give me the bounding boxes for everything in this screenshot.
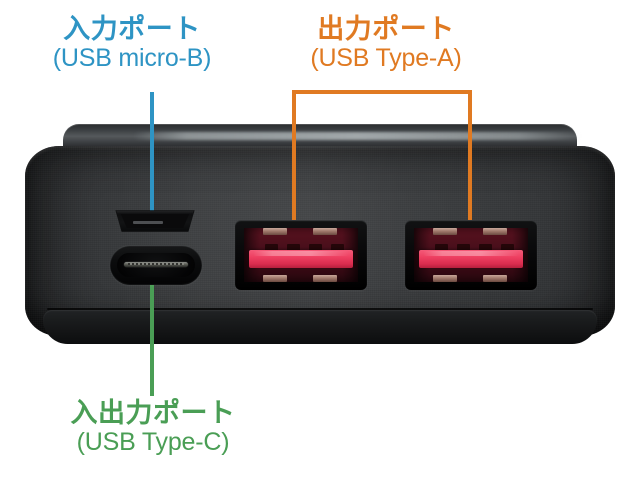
device-seam-line (47, 308, 593, 310)
usb-a-port-2-pin-3 (479, 244, 492, 251)
leader-line-input-port (150, 92, 154, 224)
leader-line-output-port-2 (468, 90, 472, 230)
usb-a-port-2-tongue-highlight (423, 251, 519, 256)
usb-a-port-1-contact-tab-top-left (263, 228, 287, 235)
usb-a-port-1-contact-tab-bottom-right (313, 275, 337, 282)
label-inout-port-line1: 入出力ポート (70, 398, 236, 428)
label-input-port-line2: (USB micro-B) (52, 44, 212, 73)
usb-a-port-1 (235, 220, 367, 290)
usb-a-port-1-contact-tab-top-right (313, 228, 337, 235)
usb-a-port-2-contact-tab-bottom-left (433, 275, 457, 282)
usb-a-port-2-contact-tab-top-left (433, 228, 457, 235)
label-inout-port: 入出力ポート (USB Type-C) (28, 398, 278, 456)
usb-a-port-2-pin-4 (501, 244, 514, 251)
usb-a-port-2-pin-2 (457, 244, 470, 251)
micro-b-port-cavity (120, 213, 190, 229)
label-output-ports-line1: 出力ポート (317, 14, 455, 44)
device-top-gloss-highlight (133, 132, 581, 140)
usb-a-port-1-pin-1 (265, 244, 278, 251)
usb-c-port-pins (128, 263, 184, 265)
usb-a-port-1-contact-tab-bottom-left (263, 275, 287, 282)
leader-line-inout-port (150, 270, 154, 396)
label-inout-port-line2: (USB Type-C) (76, 428, 230, 457)
usb-a-port-1-pin-2 (287, 244, 300, 251)
usb-a-port-2-contact-tab-top-right (483, 228, 507, 235)
micro-b-port-tongue (133, 221, 163, 224)
usb-a-port-2-pin-1 (435, 244, 448, 251)
usb-a-port-2-contact-tab-bottom-right (483, 275, 507, 282)
label-output-ports: 出力ポート (USB Type-A) (268, 14, 504, 72)
usb-a-port-1-pin-3 (309, 244, 322, 251)
power-bank-device (25, 124, 615, 348)
usb-c-port (110, 245, 202, 285)
label-output-ports-line2: (USB Type-A) (310, 44, 462, 73)
label-input-port-line1: 入力ポート (63, 14, 201, 44)
device-front-face (25, 146, 615, 336)
usb-a-port-1-pin-4 (331, 244, 344, 251)
usb-a-port-1-shell (235, 220, 367, 290)
device-base-lip (43, 310, 597, 344)
leader-bracket-output-ports (292, 90, 472, 94)
label-input-port: 入力ポート (USB micro-B) (12, 14, 252, 72)
usb-a-port-2-shell (405, 220, 537, 290)
usb-a-port-2 (405, 220, 537, 290)
micro-b-port (111, 206, 199, 236)
usb-a-port-1-tongue-highlight (253, 251, 349, 256)
leader-line-output-port-1 (292, 90, 296, 230)
